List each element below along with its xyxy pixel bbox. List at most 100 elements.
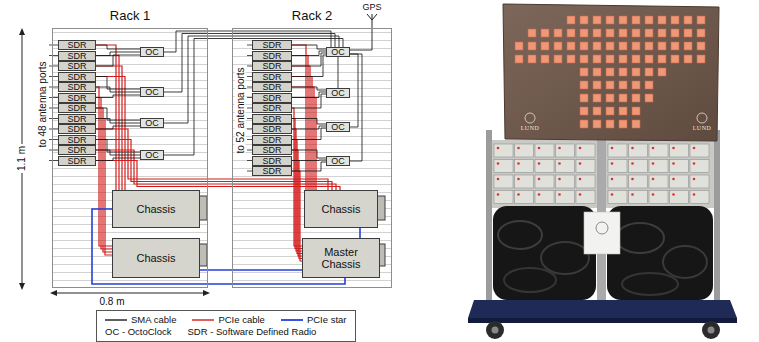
sample-line (192, 319, 214, 320)
status-led (538, 147, 541, 150)
dimension-line (53, 293, 207, 294)
antenna-element (593, 55, 601, 63)
status-led (693, 193, 696, 196)
sma-cable (350, 54, 358, 127)
paper-sign (584, 212, 620, 254)
status-led (611, 162, 614, 165)
radio-unit (515, 191, 534, 204)
octoclock-box: OC (140, 118, 164, 128)
sma-cable (96, 45, 140, 49)
radio-unit (556, 160, 575, 173)
sdr-unit: SDR (58, 61, 96, 71)
radio-unit (649, 144, 668, 157)
legend-text: SMA cable (131, 314, 176, 326)
radio-unit (515, 144, 534, 157)
sma-cable (96, 150, 140, 155)
antenna-element (619, 107, 627, 115)
antenna-stub (49, 108, 58, 109)
antenna-element (593, 94, 601, 102)
pcie-cable (96, 66, 122, 190)
antenna-element (619, 68, 627, 76)
logo-mark (525, 113, 535, 123)
pcie-chassis: Master Chassis (302, 238, 380, 278)
pcie-cable (96, 77, 125, 191)
sdr-unit: SDR (58, 114, 96, 124)
radio-unit (629, 160, 648, 173)
antenna-port-lines (49, 45, 252, 171)
box-label: SDR (67, 52, 86, 60)
antenna-element (658, 29, 666, 37)
status-led (652, 162, 655, 165)
wheel (708, 327, 715, 334)
box-label: OC (331, 157, 345, 165)
antenna-element (645, 16, 653, 24)
sma-cable (292, 162, 326, 171)
radio-unit (576, 160, 595, 173)
cart-base (468, 318, 737, 323)
radio-unit (515, 175, 534, 188)
radio-unit (535, 144, 554, 157)
antenna-element (541, 42, 549, 50)
box-label: OC (331, 123, 345, 131)
cable-loop (504, 268, 556, 292)
cable-loop (498, 221, 542, 249)
octoclock-box: OC (140, 47, 164, 57)
box-label: SDR (262, 125, 281, 133)
cable-bundle (493, 206, 596, 300)
antenna-element (606, 68, 614, 76)
antenna-stub (49, 118, 58, 119)
arrow-head (19, 283, 25, 290)
box-label: SDR (262, 83, 281, 91)
port-note: to 52 antenna ports (235, 65, 246, 155)
status-led (579, 147, 582, 150)
antenna-element (580, 94, 588, 102)
octoclock-box: OC (140, 150, 164, 160)
sdr-unit: SDR (252, 156, 292, 166)
antenna-element (632, 107, 640, 115)
box-label: OC (145, 48, 159, 56)
radio-unit (670, 160, 689, 173)
legend-item: SMA cable (105, 314, 176, 326)
antenna-element (606, 94, 614, 102)
sma-cable (164, 39, 343, 156)
antenna-element (528, 42, 536, 50)
legend-text: SDR - Software Defined Radio (188, 326, 317, 338)
rack-outline: Rack 2SDRSDRSDRSDRSDRSDRSDRSDRSDRSDRSDRS… (232, 28, 392, 288)
status-led (579, 193, 582, 196)
status-led (693, 147, 696, 150)
antenna-stub (49, 76, 58, 77)
sdr-unit: SDR (252, 114, 292, 124)
radio-unit (690, 175, 709, 188)
antenna-stub (49, 45, 58, 46)
antenna-element (606, 42, 614, 50)
antenna-element (632, 42, 640, 50)
sdr-unit: SDR (58, 82, 96, 92)
rack-bay (606, 140, 714, 208)
octoclock-box: OC (326, 156, 350, 166)
box-label: SDR (67, 136, 86, 144)
antenna-element (645, 29, 653, 37)
logo-text: LUND (521, 125, 540, 132)
status-led (672, 162, 675, 165)
antenna-element (658, 68, 666, 76)
box-label: SDR (67, 104, 86, 112)
antenna-symbol (372, 14, 377, 20)
antenna-element (528, 55, 536, 63)
antenna-stub (49, 160, 58, 161)
box-label: SDR (262, 136, 281, 144)
antenna-element (632, 120, 640, 128)
sdr-unit: SDR (252, 135, 292, 145)
radio-unit (690, 144, 709, 157)
status-led (693, 178, 696, 181)
box-label: SDR (67, 41, 86, 49)
radio-unit (535, 191, 554, 204)
antenna-element (619, 94, 627, 102)
legend-item: PCIe cable (192, 314, 264, 326)
antenna-element (619, 81, 627, 89)
antenna-element (671, 16, 679, 24)
pcie-cable (96, 161, 340, 191)
pcie-cable (96, 87, 112, 246)
status-led (672, 147, 675, 150)
antenna-element (580, 16, 588, 24)
antenna-element (671, 29, 679, 37)
